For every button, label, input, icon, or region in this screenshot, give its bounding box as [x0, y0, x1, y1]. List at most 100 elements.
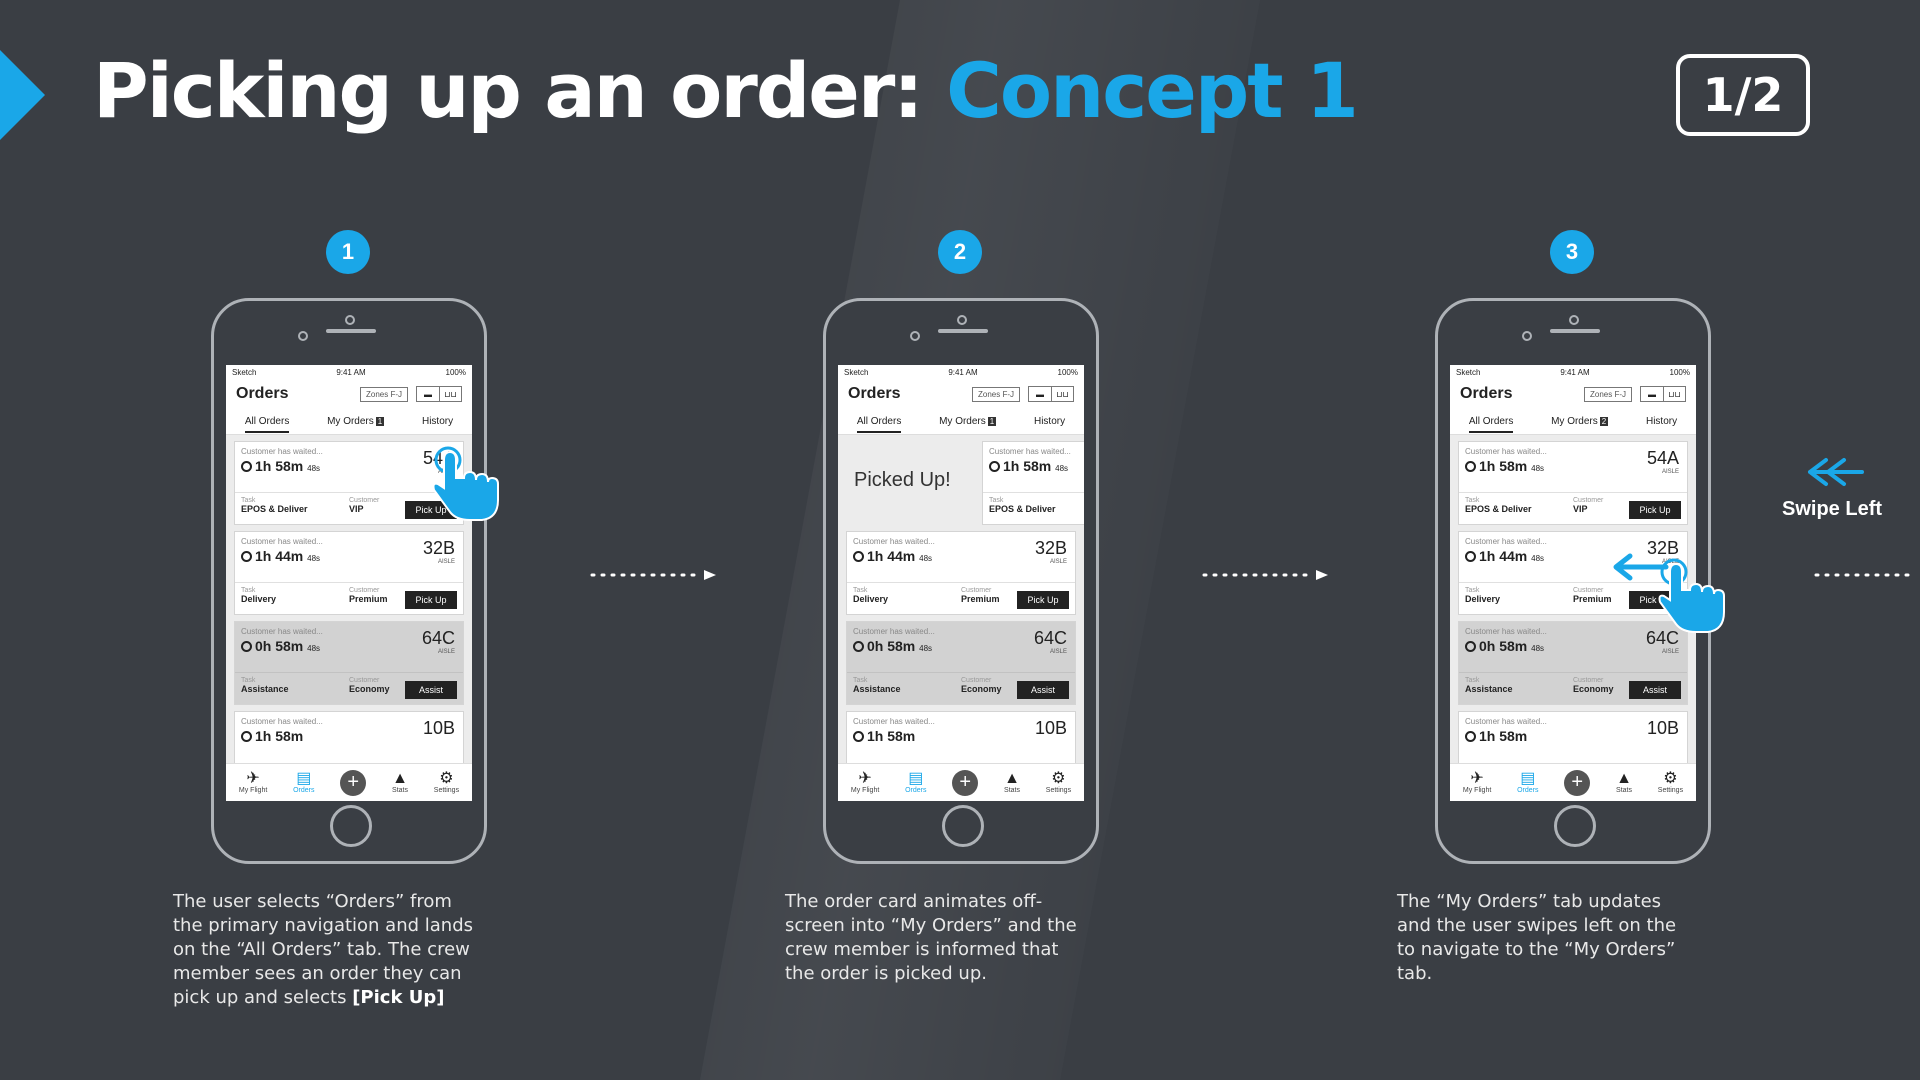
zones-button[interactable]: Zones F-J	[971, 386, 1020, 402]
phone-frame: Sketch 9:41 AM 100% Orders Zones F-J ▬ ⊔…	[211, 298, 487, 864]
home-button	[1554, 805, 1596, 847]
wait-time: 1h 58m	[1465, 728, 1681, 744]
card-view-icon[interactable]: ▬	[424, 389, 432, 399]
tabbar-label: Stats	[392, 787, 408, 794]
tabbar-settings[interactable]: ⚙Settings	[1658, 770, 1683, 795]
card-view-icon[interactable]: ▬	[1036, 389, 1044, 399]
phone-screen: Sketch 9:41 AM 100% Orders Zones F-J ▬ ⊔…	[838, 365, 1084, 801]
status-bar: Sketch 9:41 AM 100%	[1450, 365, 1696, 379]
task-value: EPOS & Deliver	[989, 504, 1056, 514]
carrier-label: Sketch	[844, 367, 869, 377]
flight-view-icon[interactable]: ⊔⊔	[1663, 387, 1685, 401]
flight-view-icon[interactable]: ⊔⊔	[1051, 387, 1073, 401]
tabbar-orders[interactable]: ▤Orders	[1517, 771, 1538, 795]
tabbar-my-flight[interactable]: ✈My Flight	[238, 771, 268, 795]
wait-time: 0h 58m 48s	[241, 638, 457, 654]
tabbar-stats[interactable]: ▲Stats	[1616, 771, 1632, 795]
nav-bar: Orders Zones F-J ▬ ⊔⊔	[838, 379, 1084, 409]
gear-icon: ⚙	[1663, 770, 1678, 787]
pick-up-button[interactable]: Pick Up	[1629, 501, 1681, 519]
clock-icon	[853, 641, 864, 652]
seat-value: 32B	[422, 538, 455, 558]
assist-button[interactable]: Assist	[1629, 681, 1681, 699]
wait-time: 1h 58m	[241, 728, 457, 744]
waited-label: Customer has waited...	[853, 717, 935, 726]
clock-icon	[1465, 461, 1476, 472]
customer-label: Customer	[1573, 587, 1604, 594]
add-button[interactable]: +	[952, 769, 979, 796]
pick-up-button[interactable]: Pick Up	[405, 501, 457, 519]
wait-time: 1h 58m 48s	[1465, 458, 1681, 474]
customer-label: Customer	[1573, 677, 1604, 684]
waited-label: Customer has waited...	[853, 537, 935, 546]
clock-icon	[241, 641, 252, 652]
clock-icon	[241, 461, 252, 472]
customer-value: Economy	[349, 684, 390, 694]
wait-time-value: 1h 58m	[1003, 458, 1052, 474]
card-view-icon[interactable]: ▬	[1648, 389, 1656, 399]
tabbar-label: My Flight	[850, 787, 880, 794]
assist-button[interactable]: Assist	[405, 681, 457, 699]
wait-time: 1h 58m	[853, 728, 1069, 744]
tab-all-orders[interactable]: All Orders	[1468, 410, 1514, 433]
header-arrow-icon	[0, 50, 45, 140]
tab-history[interactable]: History	[1645, 416, 1678, 427]
wait-seconds: 48s	[1531, 554, 1545, 563]
tabbar-orders[interactable]: ▤Orders	[905, 771, 926, 795]
customer-value: Premium	[961, 594, 1000, 604]
flight-view-icon[interactable]: ⊔⊔	[439, 387, 461, 401]
aisle-label: AISLE	[1049, 649, 1067, 655]
tab-all-orders[interactable]: All Orders	[244, 410, 290, 433]
tab-all-orders[interactable]: All Orders	[856, 410, 902, 433]
task-value: EPOS & Deliver	[1465, 504, 1532, 514]
tabbar-label: My Flight	[238, 787, 268, 794]
tabbar-label: Settings	[1045, 787, 1072, 794]
tabbar-my-flight[interactable]: ✈My Flight	[850, 771, 880, 795]
tabbar-orders[interactable]: ▤Orders	[293, 771, 314, 795]
home-button	[330, 805, 372, 847]
add-button[interactable]: +	[1564, 769, 1591, 796]
order-list: Picked Up! Customer has waited... 1h 58m…	[838, 435, 1084, 795]
tabbar-my-flight[interactable]: ✈My Flight	[1462, 771, 1492, 795]
tabbar-label: My Flight	[1462, 787, 1492, 794]
tabbar-stats[interactable]: ▲Stats	[392, 771, 408, 795]
pick-up-button[interactable]: Pick Up	[1017, 591, 1069, 609]
wait-time: 1h 44m 48s	[241, 548, 457, 564]
customer-value: Premium	[1573, 594, 1612, 604]
assist-button[interactable]: Assist	[1017, 681, 1069, 699]
add-button[interactable]: +	[340, 769, 367, 796]
aisle-label: AISLE	[437, 559, 455, 565]
sensor	[1522, 331, 1532, 341]
tabbar-settings[interactable]: ⚙Settings	[1045, 771, 1072, 795]
tabbar-stats[interactable]: ▲Stats	[1004, 771, 1020, 795]
step-description: The “My Orders” tab updates and the user…	[1397, 891, 1677, 984]
customer-label: Customer	[349, 587, 380, 594]
tab-history[interactable]: History	[1033, 416, 1066, 427]
zones-button[interactable]: Zones F-J	[1583, 386, 1632, 402]
pick-up-button[interactable]: Pick Up	[405, 591, 457, 609]
tabbar-settings[interactable]: ⚙Settings	[434, 771, 459, 795]
nav-title: Orders	[236, 385, 289, 402]
waited-label: Customer has waited...	[1465, 447, 1547, 456]
tab-history[interactable]: History	[421, 416, 454, 427]
zones-button[interactable]: Zones F-J	[359, 386, 408, 402]
